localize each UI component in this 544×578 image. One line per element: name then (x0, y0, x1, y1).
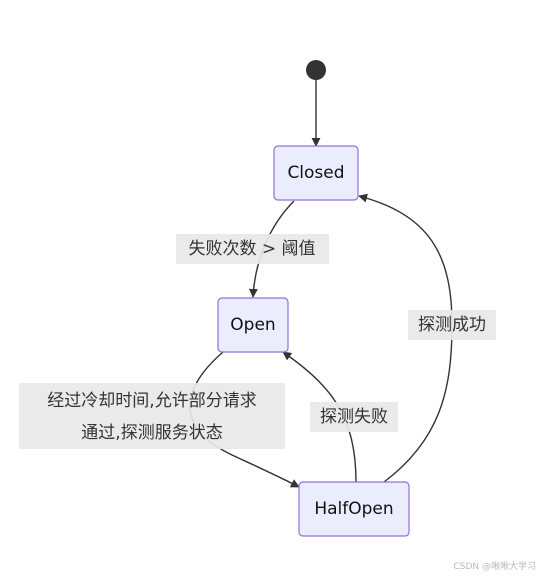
transition-label-halfopen-to-closed: 探测成功 (408, 310, 496, 340)
transition-label-halfopen-to-open-bg (310, 402, 398, 432)
state-open: Open (217, 297, 289, 353)
state-open-label: Open (230, 315, 275, 335)
transition-label-halfopen-to-closed-bg (408, 310, 496, 340)
transition-label-closed-to-open-text: 失败次数 > 阈值 (188, 239, 315, 259)
state-open-box (217, 297, 289, 353)
transition-label-halfopen-to-closed-text: 探测成功 (418, 315, 486, 335)
watermark: CSDN @啾啾大学习 (453, 562, 536, 572)
start-node (306, 60, 326, 80)
transition-label-open-to-halfopen-line1: 经过冷却时间,允许部分请求 (47, 391, 256, 411)
transition-label-open-to-halfopen: 经过冷却时间,允许部分请求 通过,探测服务状态 (19, 383, 285, 449)
state-half-open-box (298, 481, 410, 537)
state-closed: Closed (273, 145, 359, 201)
transition-label-open-to-halfopen-line2: 通过,探测服务状态 (81, 423, 222, 443)
transition-label-closed-to-open: 失败次数 > 阈值 (176, 234, 329, 264)
state-closed-box (273, 145, 359, 201)
transition-label-halfopen-to-open: 探测失败 (310, 402, 398, 432)
state-half-open-label: HalfOpen (314, 499, 393, 519)
state-closed-label: Closed (287, 163, 344, 183)
transition-label-halfopen-to-open-text: 探测失败 (320, 407, 388, 427)
transition-label-open-to-halfopen-bg (19, 383, 285, 449)
transition-label-closed-to-open-bg (176, 234, 329, 264)
state-half-open: HalfOpen (298, 481, 410, 537)
